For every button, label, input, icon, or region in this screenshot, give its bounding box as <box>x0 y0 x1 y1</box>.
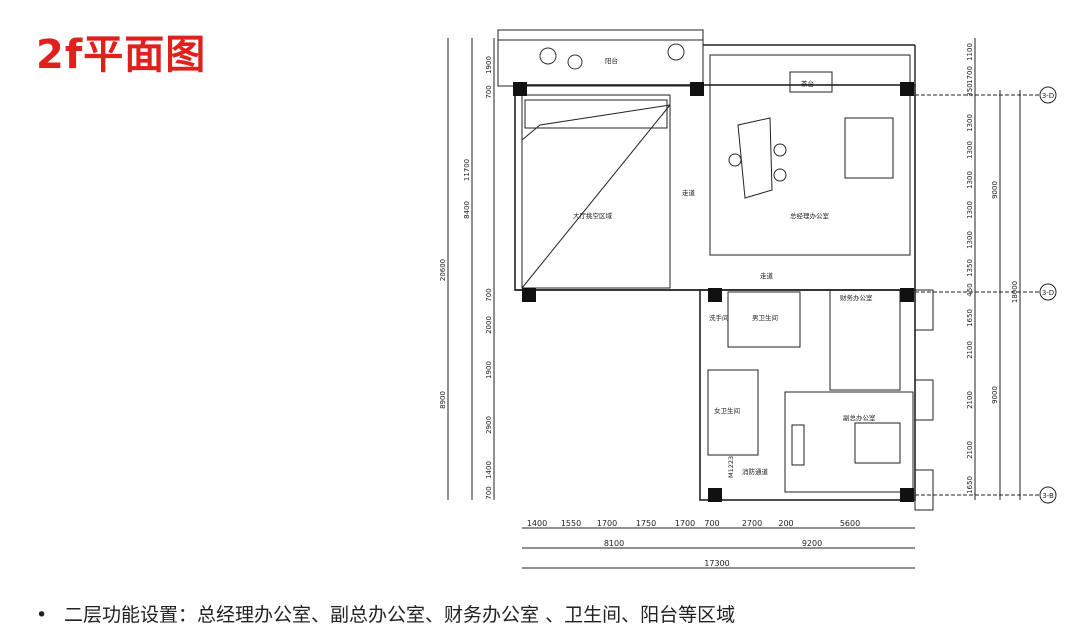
bottom-dim-total-0: 17300 <box>704 559 729 568</box>
upper-wall <box>514 84 916 291</box>
bottom-dim-mid-0: 8100 <box>604 539 624 548</box>
right-dim-seg-0: 1100 <box>966 43 974 61</box>
axis-label-2: 3-B <box>1042 492 1054 500</box>
floor-plan: 阳台 茶台 大厅挑空区域 走道 总经理办公室 走道 财务办公室 洗手间 男卫生间… <box>439 29 1057 569</box>
room-vice-gm-office: 副总办公室 <box>843 413 876 422</box>
right-dim-seg-5: 1300 <box>966 171 974 189</box>
right-dim-seg-12: 2100 <box>966 391 974 409</box>
hall-void-outline <box>521 94 671 289</box>
room-tea-table: 茶台 <box>801 79 814 88</box>
balcony-plants <box>539 43 685 70</box>
bottom-dim-mid-1: 9200 <box>802 539 822 548</box>
left-dim-inner-5: 2900 <box>485 416 493 434</box>
bottom-dim-top-6: 2700 <box>742 519 762 528</box>
left-dim-middle-1: 8400 <box>463 201 471 219</box>
right-dim-seg-4: 1300 <box>966 141 974 159</box>
right-dim-seg-3: 1300 <box>966 114 974 132</box>
right-dim-seg-1: 1700 <box>966 66 974 84</box>
left-dim-inner-3: 2000 <box>485 316 493 334</box>
left-dim-inner-6: 1400 <box>485 461 493 479</box>
left-dim-inner-7: 700 <box>485 486 493 499</box>
right-dim-seg-9: 450 <box>966 283 974 296</box>
stairs <box>524 99 668 129</box>
left-dim-inner-4: 1900 <box>485 361 493 379</box>
caption: • 二层功能设置：总经理办公室、副总办公室、财务办公室 、卫生间、阳台等区域 <box>36 600 735 627</box>
left-dim-inner-2: 700 <box>485 288 493 301</box>
axis-label-1: 3-D <box>1042 289 1054 297</box>
room-balcony: 阳台 <box>605 56 618 65</box>
room-corridor-upper: 走道 <box>682 188 696 197</box>
right-dim-seg-14: 1650 <box>966 476 974 494</box>
room-mens-wc: 男卫生间 <box>752 313 778 322</box>
right-dim-seg-2: 350 <box>966 83 974 96</box>
room-gm-office: 总经理办公室 <box>790 211 830 220</box>
vice-gm-office-outline <box>784 391 914 493</box>
right-dim-seg-13: 2100 <box>966 441 974 459</box>
right-dim-seg-6: 1300 <box>966 201 974 219</box>
bottom-dim-top-8: 5600 <box>840 519 860 528</box>
bottom-dim-top-0: 1400 <box>527 519 547 528</box>
columns <box>513 82 914 502</box>
left-dim-outer-1: 8900 <box>439 391 447 409</box>
room-fire-passage: 消防通道 <box>742 467 769 476</box>
left-dim-middle-0: 11700 <box>463 159 471 181</box>
bottom-dim-top-2: 1700 <box>597 519 617 528</box>
caption-text: 二层功能设置：总经理办公室、副总办公室、财务办公室 、卫生间、阳台等区域 <box>64 604 736 626</box>
room-hall-void: 大厅挑空区域 <box>573 211 613 220</box>
left-dim-inner-1: 700 <box>485 85 493 98</box>
right-dim-mid-1: 9000 <box>991 386 999 404</box>
bottom-dim-top-5: 700 <box>704 519 719 528</box>
room-wash: 洗手间 <box>709 313 729 322</box>
page-title: 2f平面图 <box>36 32 207 78</box>
mens-wc-outline <box>727 291 801 348</box>
room-finance-office: 财务办公室 <box>840 293 873 302</box>
womens-wc-outline <box>707 369 759 456</box>
right-dim-seg-8: 1350 <box>966 259 974 277</box>
right-dim-mid-0: 9000 <box>991 181 999 199</box>
right-dim-total-0: 18000 <box>1011 281 1019 303</box>
left-dim-inner-0: 1900 <box>485 56 493 74</box>
balcony-outline <box>497 29 704 87</box>
bottom-dim-top-4: 1700 <box>675 519 695 528</box>
caption-bullet: • <box>36 604 48 626</box>
bottom-dim-top-7: 200 <box>778 519 793 528</box>
room-corridor-lower: 走道 <box>760 271 774 280</box>
right-dim-seg-7: 1300 <box>966 231 974 249</box>
bottom-dim-top-3: 1750 <box>636 519 656 528</box>
door-code: M1223 <box>727 456 735 478</box>
finance-office-outline <box>829 289 901 391</box>
right-dim-seg-10: 1650 <box>966 309 974 327</box>
left-dim-outer-0: 20600 <box>439 259 447 281</box>
room-womens-wc: 女卫生间 <box>714 406 740 415</box>
bottom-dim-top-1: 1550 <box>561 519 581 528</box>
right-dim-seg-11: 2100 <box>966 341 974 359</box>
axis-label-0: 3-D <box>1042 92 1054 100</box>
gm-office-outline <box>709 54 911 256</box>
